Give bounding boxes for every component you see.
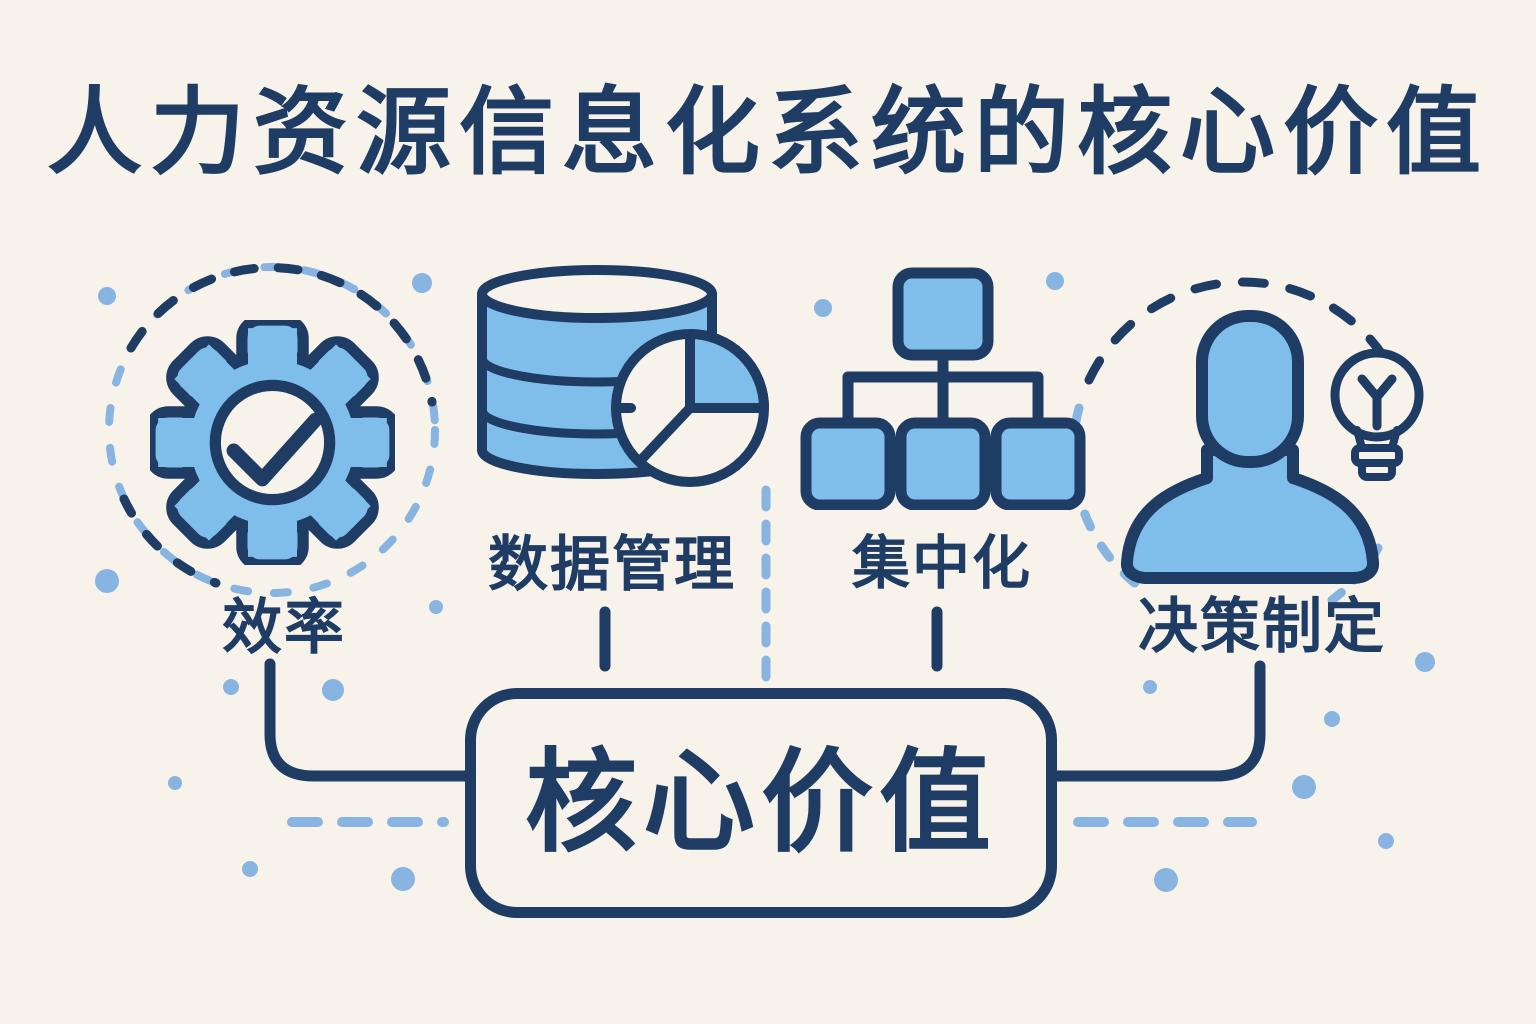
dashed-guide-lines [287,485,1257,827]
pie-chart-icon [611,329,769,487]
page-title: 人力资源信息化系统的核心价值 [46,78,1489,188]
lightbulb-icon [1330,348,1424,481]
item-label-decision-making: 决策制定 [1138,592,1386,662]
core-value-label: 核心价值 [525,738,997,868]
org-chart-icon [800,267,1086,510]
database-pie-icon [477,265,769,487]
item-label-efficiency: 效率 [222,593,346,663]
dashed-circle-left [105,263,439,597]
person-idea-icon [1120,310,1424,584]
item-label-centralization: 集中化 [851,529,1032,597]
connector-lines [264,606,1266,782]
decorative-dots [95,272,1435,892]
gear-check-icon [150,320,395,565]
core-value-box: 核心价值 [465,688,1057,918]
item-label-data-management: 数据管理 [488,530,736,600]
checkmark-icon [226,412,323,487]
